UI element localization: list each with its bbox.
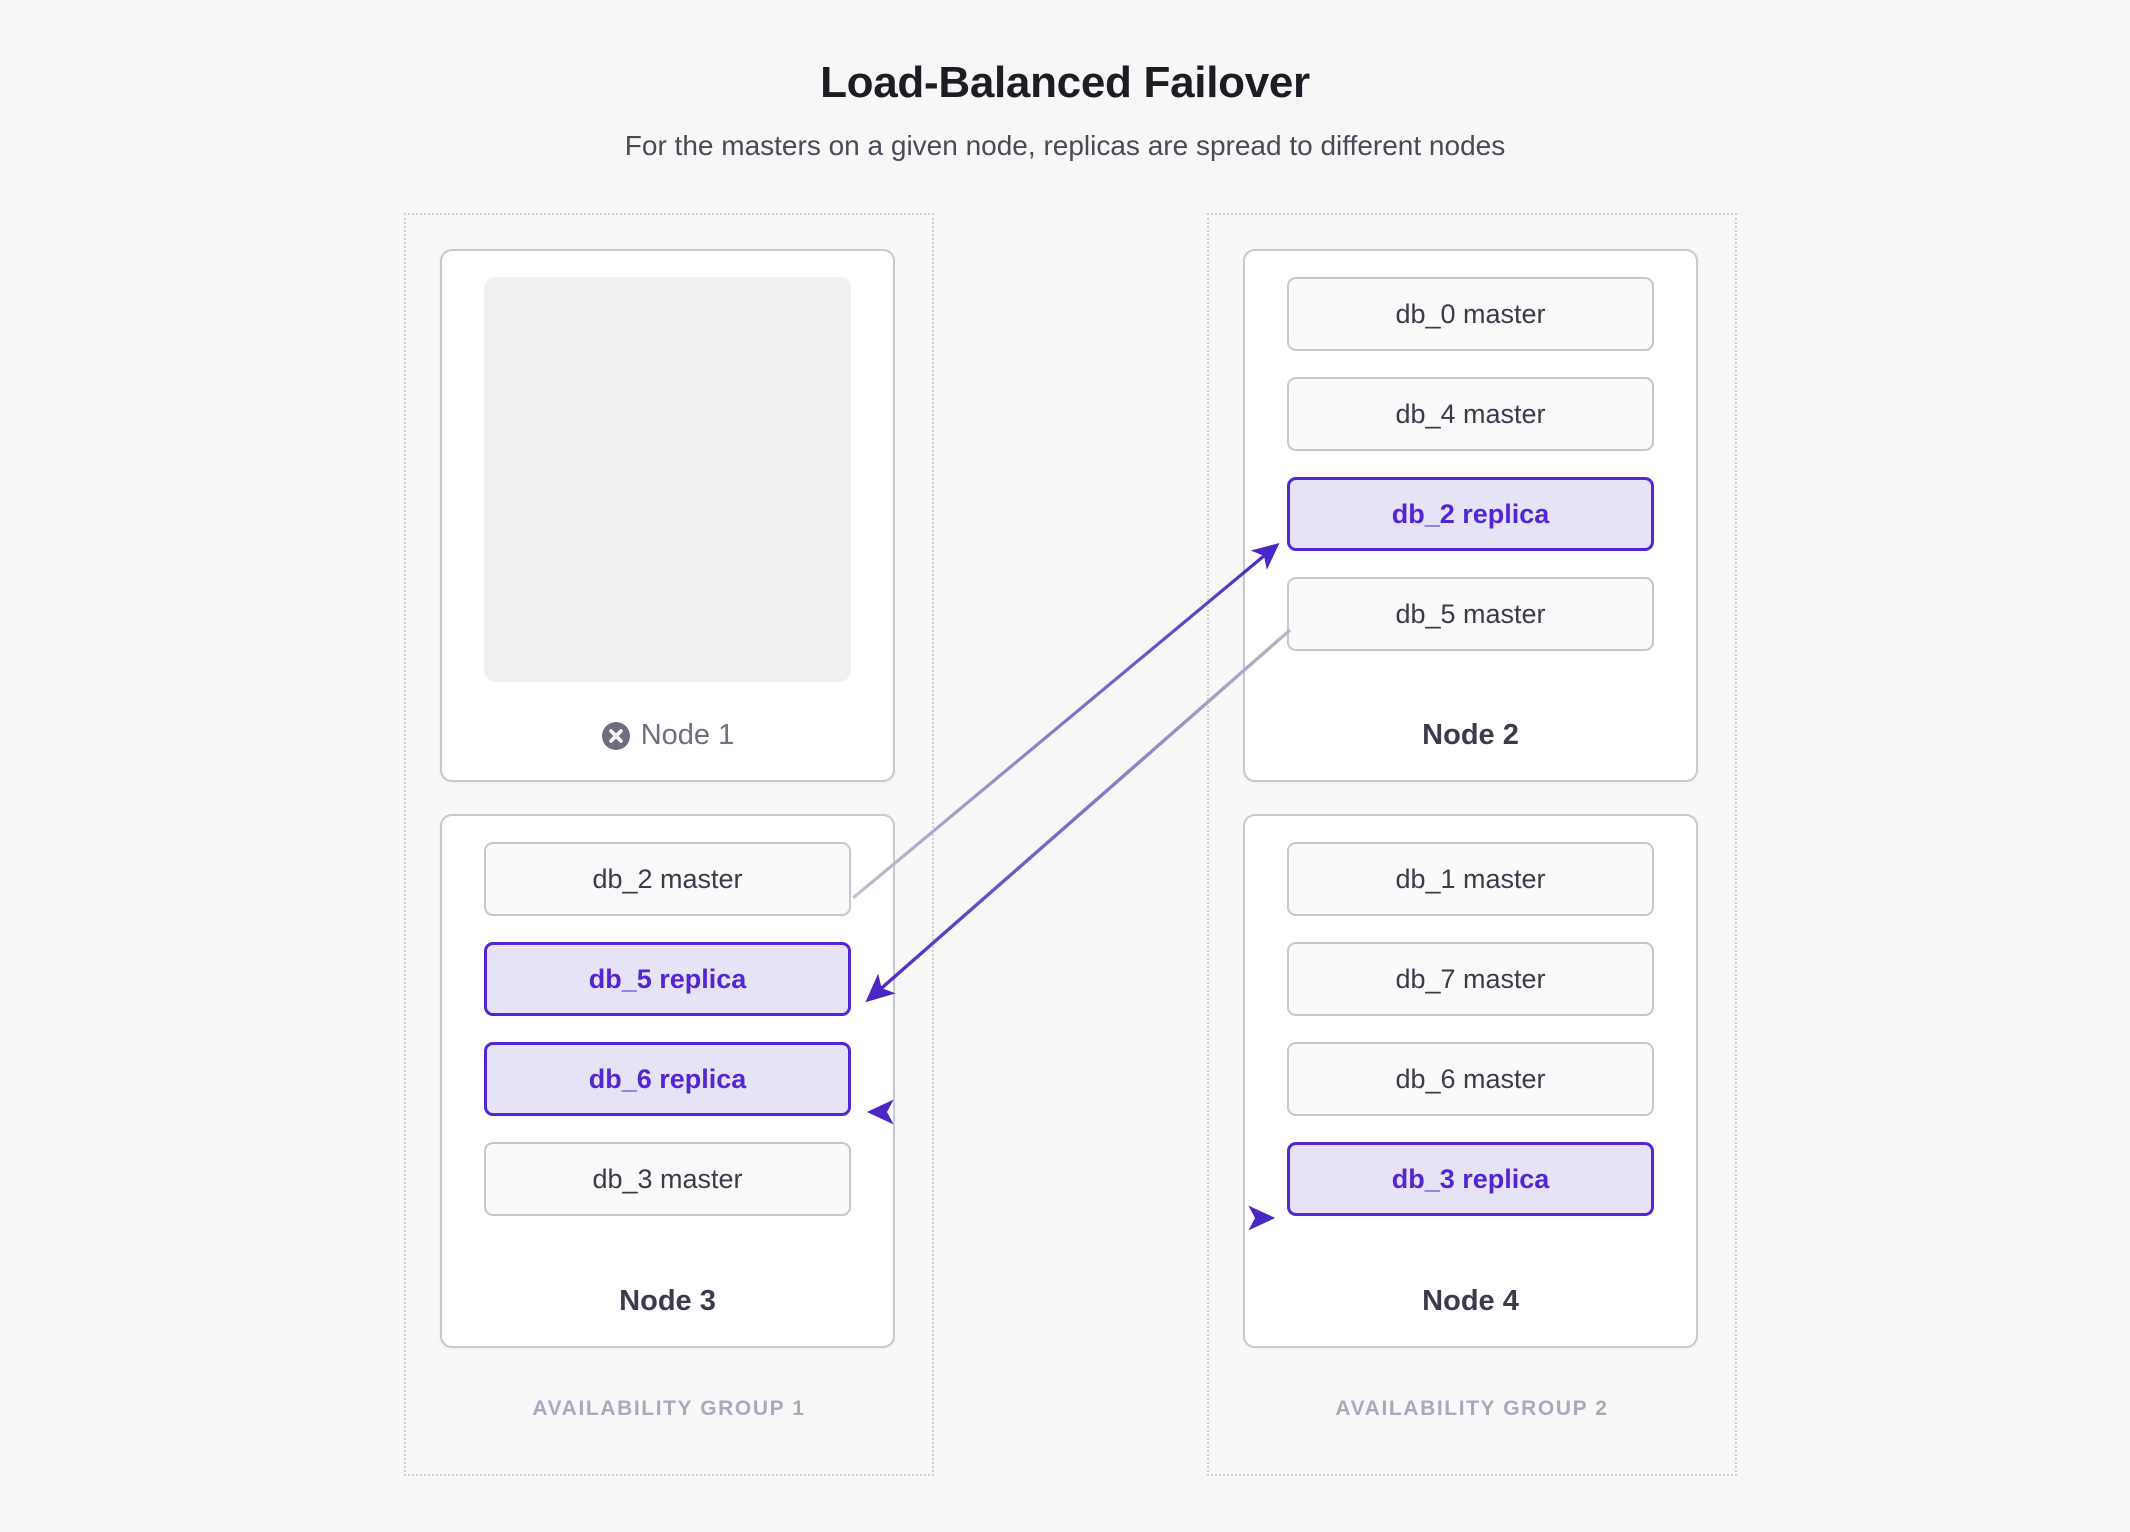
availability-group-1-label: AVAILABILITY GROUP 1 — [532, 1397, 806, 1420]
shard-db-4-master[interactable]: db_4 master — [1287, 377, 1654, 451]
page-header: Load-Balanced Failover For the masters o… — [0, 0, 2130, 162]
shard-db-1-master[interactable]: db_1 master — [1287, 842, 1654, 916]
shard-db-3-master[interactable]: db_3 master — [484, 1142, 851, 1216]
node-card-node-1[interactable]: Node 1 — [440, 249, 895, 782]
shard-list-node-4: db_1 master db_7 master db_6 master db_3… — [1287, 842, 1654, 1216]
node-label-node-2: Node 2 — [1245, 719, 1696, 752]
shard-db-5-master[interactable]: db_5 master — [1287, 577, 1654, 651]
shard-db-5-replica[interactable]: db_5 replica — [484, 942, 851, 1016]
shard-db-3-replica[interactable]: db_3 replica — [1287, 1142, 1654, 1216]
node-card-node-4[interactable]: db_1 master db_7 master db_6 master db_3… — [1243, 814, 1698, 1348]
node-label-node-1: Node 1 — [442, 719, 893, 752]
node-name-text: Node 1 — [640, 719, 735, 751]
node-name-text: Node 4 — [1422, 1285, 1519, 1317]
shard-db-6-master[interactable]: db_6 master — [1287, 1042, 1654, 1116]
node-label-node-3: Node 3 — [442, 1285, 893, 1318]
node-label-node-4: Node 4 — [1245, 1285, 1696, 1318]
shard-db-0-master[interactable]: db_0 master — [1287, 277, 1654, 351]
node-name-text: Node 3 — [619, 1285, 716, 1317]
shard-list-node-2: db_0 master db_4 master db_2 replica db_… — [1287, 277, 1654, 651]
node-card-node-3[interactable]: db_2 master db_5 replica db_6 replica db… — [440, 814, 895, 1348]
availability-group-2-label: AVAILABILITY GROUP 2 — [1335, 1397, 1609, 1420]
shard-db-2-replica[interactable]: db_2 replica — [1287, 477, 1654, 551]
page-title: Load-Balanced Failover — [820, 58, 1310, 107]
node-card-node-2[interactable]: db_0 master db_4 master db_2 replica db_… — [1243, 249, 1698, 782]
shard-db-6-replica[interactable]: db_6 replica — [484, 1042, 851, 1116]
page-subtitle: For the masters on a given node, replica… — [624, 130, 1506, 161]
x-circle-icon — [601, 721, 631, 751]
shard-db-2-master[interactable]: db_2 master — [484, 842, 851, 916]
empty-shard-placeholder — [484, 277, 851, 682]
node-name-text: Node 2 — [1422, 719, 1519, 751]
shard-list-node-3: db_2 master db_5 replica db_6 replica db… — [484, 842, 851, 1216]
shard-db-7-master[interactable]: db_7 master — [1287, 942, 1654, 1016]
